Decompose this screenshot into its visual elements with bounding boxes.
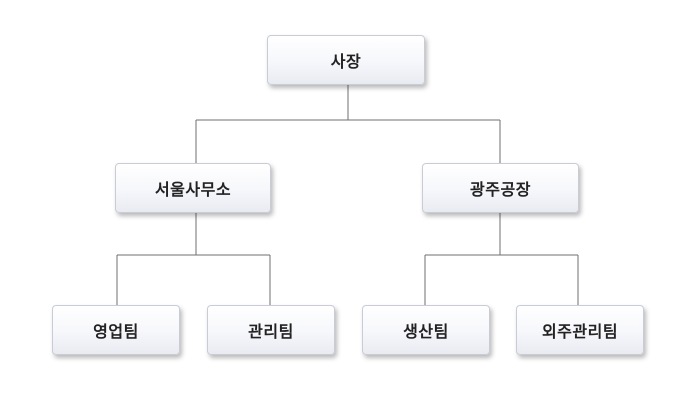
node-ceo: 사장 [267,35,425,85]
node-gwangju-factory: 광주공장 [422,163,579,213]
node-sales-team: 영업팀 [52,305,180,355]
node-ceo-label: 사장 [330,52,362,71]
node-outsourcing-team-label: 외주관리팀 [541,322,619,341]
node-admin-team-label: 관리팀 [248,322,294,341]
node-sales-team-label: 영업팀 [93,322,139,341]
node-outsourcing-team: 외주관리팀 [516,305,644,355]
node-gwangju-factory-label: 광주공장 [470,180,531,199]
node-seoul-office-label: 서울사무소 [154,180,232,199]
node-seoul-office: 서울사무소 [115,163,271,213]
node-production-team-label: 생산팀 [403,322,449,341]
node-admin-team: 관리팀 [207,305,335,355]
node-production-team: 생산팀 [362,305,490,355]
